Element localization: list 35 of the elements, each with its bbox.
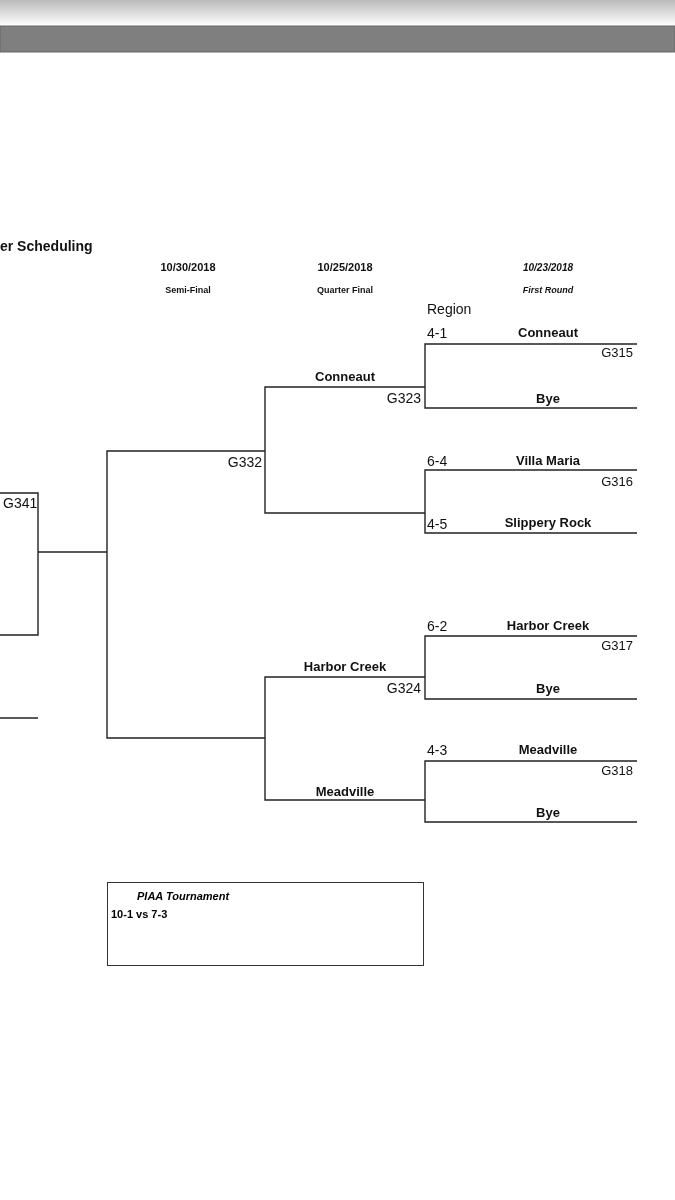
note-box — [107, 882, 424, 966]
bracket-label: Conneaut — [315, 370, 375, 383]
round-name: Quarter Final — [317, 286, 373, 295]
bracket-label: Bye — [536, 806, 560, 819]
round-date: 10/23/2018 — [522, 263, 574, 273]
seed-label: 4-3 — [427, 743, 448, 757]
note-heading: PIAA Tournament — [137, 891, 230, 902]
bracket-label: Bye — [536, 682, 560, 695]
round-name: First Round — [522, 286, 574, 295]
bracket-label: Villa Maria — [515, 454, 581, 467]
seed-label: 4-5 — [427, 517, 448, 531]
game-number: G332 — [227, 455, 262, 469]
bracket-label: Harbor Creek — [506, 619, 590, 632]
bracket-label: Meadville — [518, 743, 578, 756]
column-header: Region — [427, 302, 472, 316]
bracket-label: Bye — [536, 392, 560, 405]
game-number: G323 — [386, 391, 421, 405]
bracket-label: Harbor Creek — [303, 660, 387, 673]
game-number: G324 — [386, 681, 421, 695]
round-date: 10/25/2018 — [317, 262, 373, 273]
round-name: Semi-Final — [165, 286, 211, 295]
game-number: G341 — [3, 496, 38, 510]
game-number: G317 — [601, 639, 633, 652]
game-number: G315 — [601, 346, 633, 359]
bracket-label: Meadville — [315, 785, 375, 798]
seed-label: 4-1 — [427, 326, 448, 340]
seed-label: 6-2 — [427, 619, 448, 633]
game-number: G316 — [601, 475, 633, 488]
note-text: 10-1 vs 7-3 — [111, 909, 168, 920]
seed-label: 6-4 — [427, 454, 448, 468]
bracket-label: Conneaut — [518, 326, 578, 339]
bracket-label: Slippery Rock — [504, 516, 592, 529]
header-title: er Scheduling — [0, 239, 93, 253]
game-number: G318 — [601, 764, 633, 777]
round-date: 10/30/2018 — [160, 262, 216, 273]
